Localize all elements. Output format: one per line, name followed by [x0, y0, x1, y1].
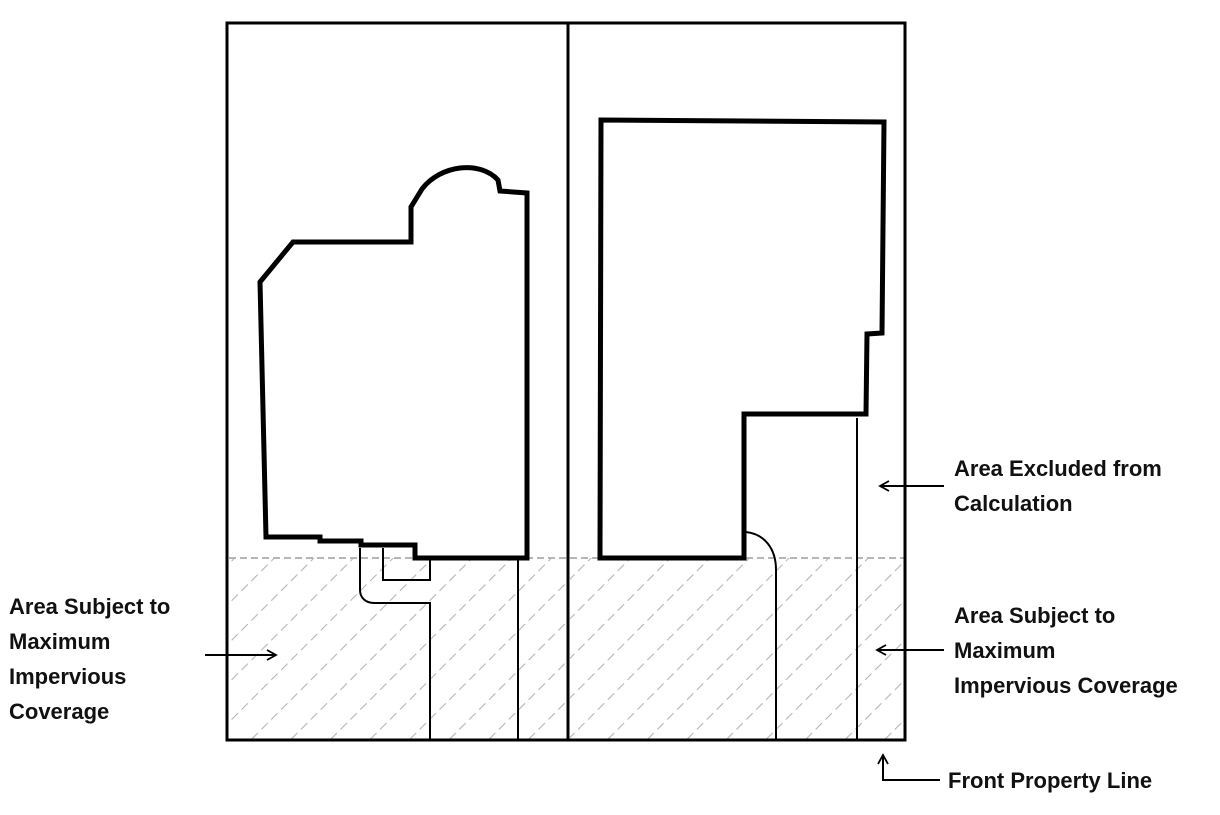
label-front-property-line: Front Property Line	[948, 763, 1152, 798]
left-house-footprint	[257, 165, 530, 561]
right-walkway-line	[745, 531, 777, 740]
left-walkway-line	[359, 548, 431, 740]
label-right-subject-area: Area Subject to Maximum Impervious Cover…	[954, 598, 1178, 703]
label-line: Area Excluded from	[954, 456, 1162, 481]
left-step-outline	[382, 548, 431, 581]
property-boundary	[225, 21, 907, 742]
label-line: Maximum	[954, 638, 1056, 663]
label-line: Impervious	[9, 664, 127, 689]
arrow-front-property-line	[877, 753, 940, 781]
label-line: Calculation	[954, 491, 1073, 516]
label-line: Coverage	[9, 699, 110, 724]
label-line: Front Property Line	[948, 768, 1153, 793]
label-line: Maximum	[9, 629, 111, 654]
label-line: Area Subject to	[954, 603, 1116, 628]
label-line: Area Subject to	[9, 594, 171, 619]
label-line: Impervious Coverage	[954, 673, 1178, 698]
left-hatched-area	[229, 558, 568, 740]
right-hatched-area-a	[570, 558, 857, 740]
label-left-subject-area: Area Subject to Maximum Impervious Cover…	[9, 589, 170, 729]
right-house-footprint	[597, 117, 887, 561]
label-excluded-area: Area Excluded from Calculation	[954, 451, 1162, 521]
